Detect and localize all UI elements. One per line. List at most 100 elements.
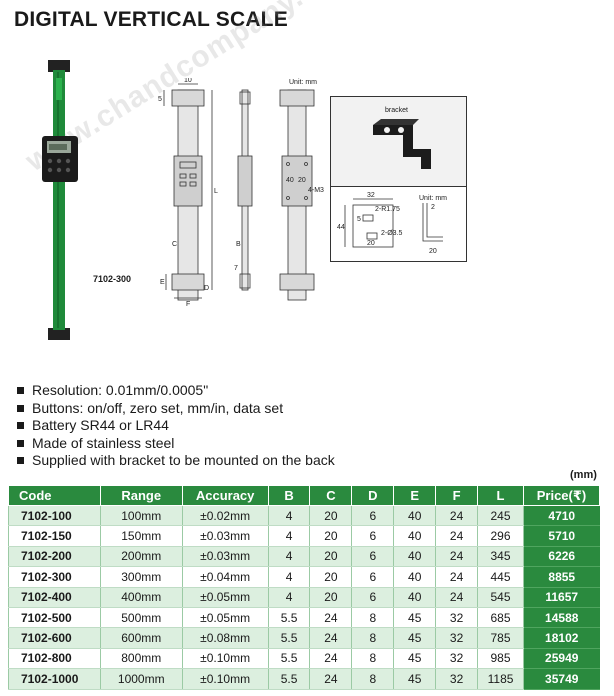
bracket-unit-label: Unit: mm — [419, 195, 447, 202]
cell-l: 685 — [477, 607, 524, 629]
bracket-dim-hole: 2-Ø3.5 — [381, 230, 403, 237]
cell-b: 4 — [267, 566, 310, 588]
cell-range: 1000mm — [99, 668, 183, 690]
cell-range: 500mm — [99, 607, 183, 629]
cell-d: 6 — [351, 505, 394, 527]
feature-list: Resolution: 0.01mm/0.0005" Buttons: on/o… — [17, 382, 335, 470]
cell-b: 5.5 — [267, 648, 310, 670]
cell-code: 7102-800 — [8, 648, 101, 670]
cell-range: 200mm — [99, 546, 183, 568]
cell-b: 4 — [267, 525, 310, 547]
col-header-d: D — [351, 485, 395, 506]
cell-price: 25949 — [522, 648, 600, 670]
cell-e: 45 — [393, 648, 436, 670]
dim-40: 40 — [286, 177, 294, 184]
cell-d: 8 — [351, 668, 394, 690]
col-header-price: Price(₹) — [522, 485, 601, 506]
cell-f: 32 — [435, 648, 478, 670]
table-unit-label: (mm) — [570, 469, 597, 481]
cell-price: 18102 — [522, 627, 600, 649]
dim-E: E — [160, 279, 165, 286]
col-header-l: L — [477, 485, 524, 506]
col-header-code: Code — [8, 485, 101, 506]
cell-b: 4 — [267, 505, 310, 527]
feature-item: Made of stainless steel — [17, 435, 335, 453]
dim-B: B — [236, 241, 241, 248]
cell-b: 4 — [267, 587, 310, 608]
cell-d: 6 — [351, 587, 394, 608]
cell-c: 24 — [309, 648, 352, 670]
cell-code: 7102-600 — [8, 627, 101, 649]
feature-item: Resolution: 0.01mm/0.0005" — [17, 382, 335, 400]
feature-item: Buttons: on/off, zero set, mm/in, data s… — [17, 400, 335, 418]
bracket-dim-44: 44 — [337, 224, 345, 231]
cell-accuracy: ±0.08mm — [181, 627, 269, 649]
cell-d: 6 — [351, 566, 394, 588]
cell-c: 20 — [309, 587, 352, 608]
cell-accuracy: ±0.04mm — [181, 566, 269, 588]
cell-e: 40 — [393, 505, 436, 527]
dim-4m3: 4-M3 — [308, 187, 324, 194]
cell-b: 5.5 — [267, 668, 310, 690]
cell-d: 6 — [351, 546, 394, 568]
cell-c: 20 — [309, 546, 352, 568]
dim-10: 10 — [184, 78, 192, 84]
cell-price: 8855 — [522, 566, 600, 588]
cell-range: 150mm — [99, 525, 183, 547]
dim-D: D — [204, 285, 209, 292]
cell-l: 345 — [477, 546, 524, 568]
cell-c: 24 — [309, 627, 352, 649]
bracket-dim-5: 5 — [357, 216, 361, 223]
cell-e: 40 — [393, 587, 436, 608]
cell-e: 40 — [393, 566, 436, 588]
cell-price: 5710 — [522, 525, 600, 547]
bullet-icon — [17, 422, 24, 430]
cell-f: 32 — [435, 627, 478, 649]
cell-range: 100mm — [99, 505, 183, 527]
cell-e: 45 — [393, 668, 436, 690]
feature-item: Battery SR44 or LR44 — [17, 417, 335, 435]
cell-f: 24 — [435, 587, 478, 608]
col-header-f: F — [435, 485, 479, 506]
dim-F: F — [186, 301, 190, 308]
cell-d: 8 — [351, 627, 394, 649]
cell-l: 445 — [477, 566, 524, 588]
cell-b: 5.5 — [267, 627, 310, 649]
cell-price: 11657 — [522, 587, 600, 608]
cell-b: 4 — [267, 546, 310, 568]
cell-c: 24 — [309, 607, 352, 629]
cell-code: 7102-300 — [8, 566, 101, 588]
cell-accuracy: ±0.05mm — [181, 587, 269, 608]
bullet-icon — [17, 404, 24, 412]
bullet-icon — [17, 439, 24, 447]
cell-f: 24 — [435, 525, 478, 547]
cell-b: 5.5 — [267, 607, 310, 629]
col-header-accuracy: Accuracy — [181, 485, 269, 506]
cell-d: 8 — [351, 648, 394, 670]
cell-f: 24 — [435, 505, 478, 527]
cell-e: 40 — [393, 525, 436, 547]
cell-code: 7102-400 — [8, 587, 101, 608]
cell-price: 14588 — [522, 607, 600, 629]
cell-accuracy: ±0.03mm — [181, 546, 269, 568]
product-image — [42, 60, 78, 340]
bracket-dim-32: 32 — [367, 192, 375, 199]
cell-range: 800mm — [99, 648, 183, 670]
cell-accuracy: ±0.10mm — [181, 668, 269, 690]
cell-c: 20 — [309, 525, 352, 547]
dim-7: 7 — [234, 265, 238, 272]
cell-range: 600mm — [99, 627, 183, 649]
col-header-c: C — [309, 485, 353, 506]
feature-item: Supplied with bracket to be mounted on t… — [17, 452, 335, 470]
cell-price: 35749 — [522, 668, 600, 690]
bracket-dim-20: 20 — [367, 240, 375, 247]
cell-l: 245 — [477, 505, 524, 527]
bracket-dim-r175: 2-R1.75 — [375, 206, 400, 213]
cell-accuracy: ±0.05mm — [181, 607, 269, 629]
